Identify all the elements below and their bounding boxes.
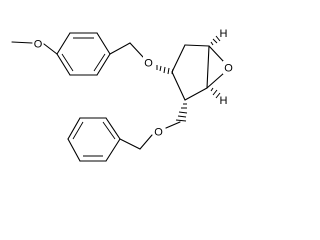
bond-ch2-o-benzyl xyxy=(165,121,181,129)
bond-ch2-o xyxy=(129,42,144,58)
bond-epoxide-bottom xyxy=(206,72,225,89)
chemical-structure: O O O O H H xyxy=(11,28,234,162)
hashed-bond-c2-ch2 xyxy=(175,103,188,122)
cyclopentane-ring xyxy=(171,44,210,101)
hashed-bond-c5-h xyxy=(210,87,221,99)
bond-ch2-phenyl xyxy=(119,138,141,150)
bond-o-aryl xyxy=(43,43,58,55)
atom-ether-oxygen-pmb: O xyxy=(143,56,154,70)
bond-o-ch2-benzyl xyxy=(139,134,153,150)
svg-text:O: O xyxy=(34,39,43,51)
bond-epoxide-top xyxy=(208,45,225,63)
benzyl-aromatic-ring xyxy=(67,117,121,162)
atom-epoxide-oxygen: O xyxy=(223,61,234,75)
pmb-aromatic-ring xyxy=(56,32,111,76)
hashed-bond-c1-h xyxy=(210,35,221,46)
svg-text:H: H xyxy=(220,28,228,40)
bond-aryl-ch2 xyxy=(109,42,131,55)
svg-text:O: O xyxy=(154,127,163,139)
bond-methyl-o xyxy=(11,41,33,44)
svg-text:H: H xyxy=(220,95,228,107)
atom-methoxy-oxygen: O xyxy=(33,37,43,51)
atom-ether-oxygen-benzyl: O xyxy=(153,125,164,139)
hashed-bond-c3-o xyxy=(156,65,174,75)
atom-hydrogen-bottom: H xyxy=(220,95,228,107)
svg-text:O: O xyxy=(224,63,233,75)
atom-hydrogen-top: H xyxy=(220,28,228,40)
svg-text:O: O xyxy=(144,58,153,70)
